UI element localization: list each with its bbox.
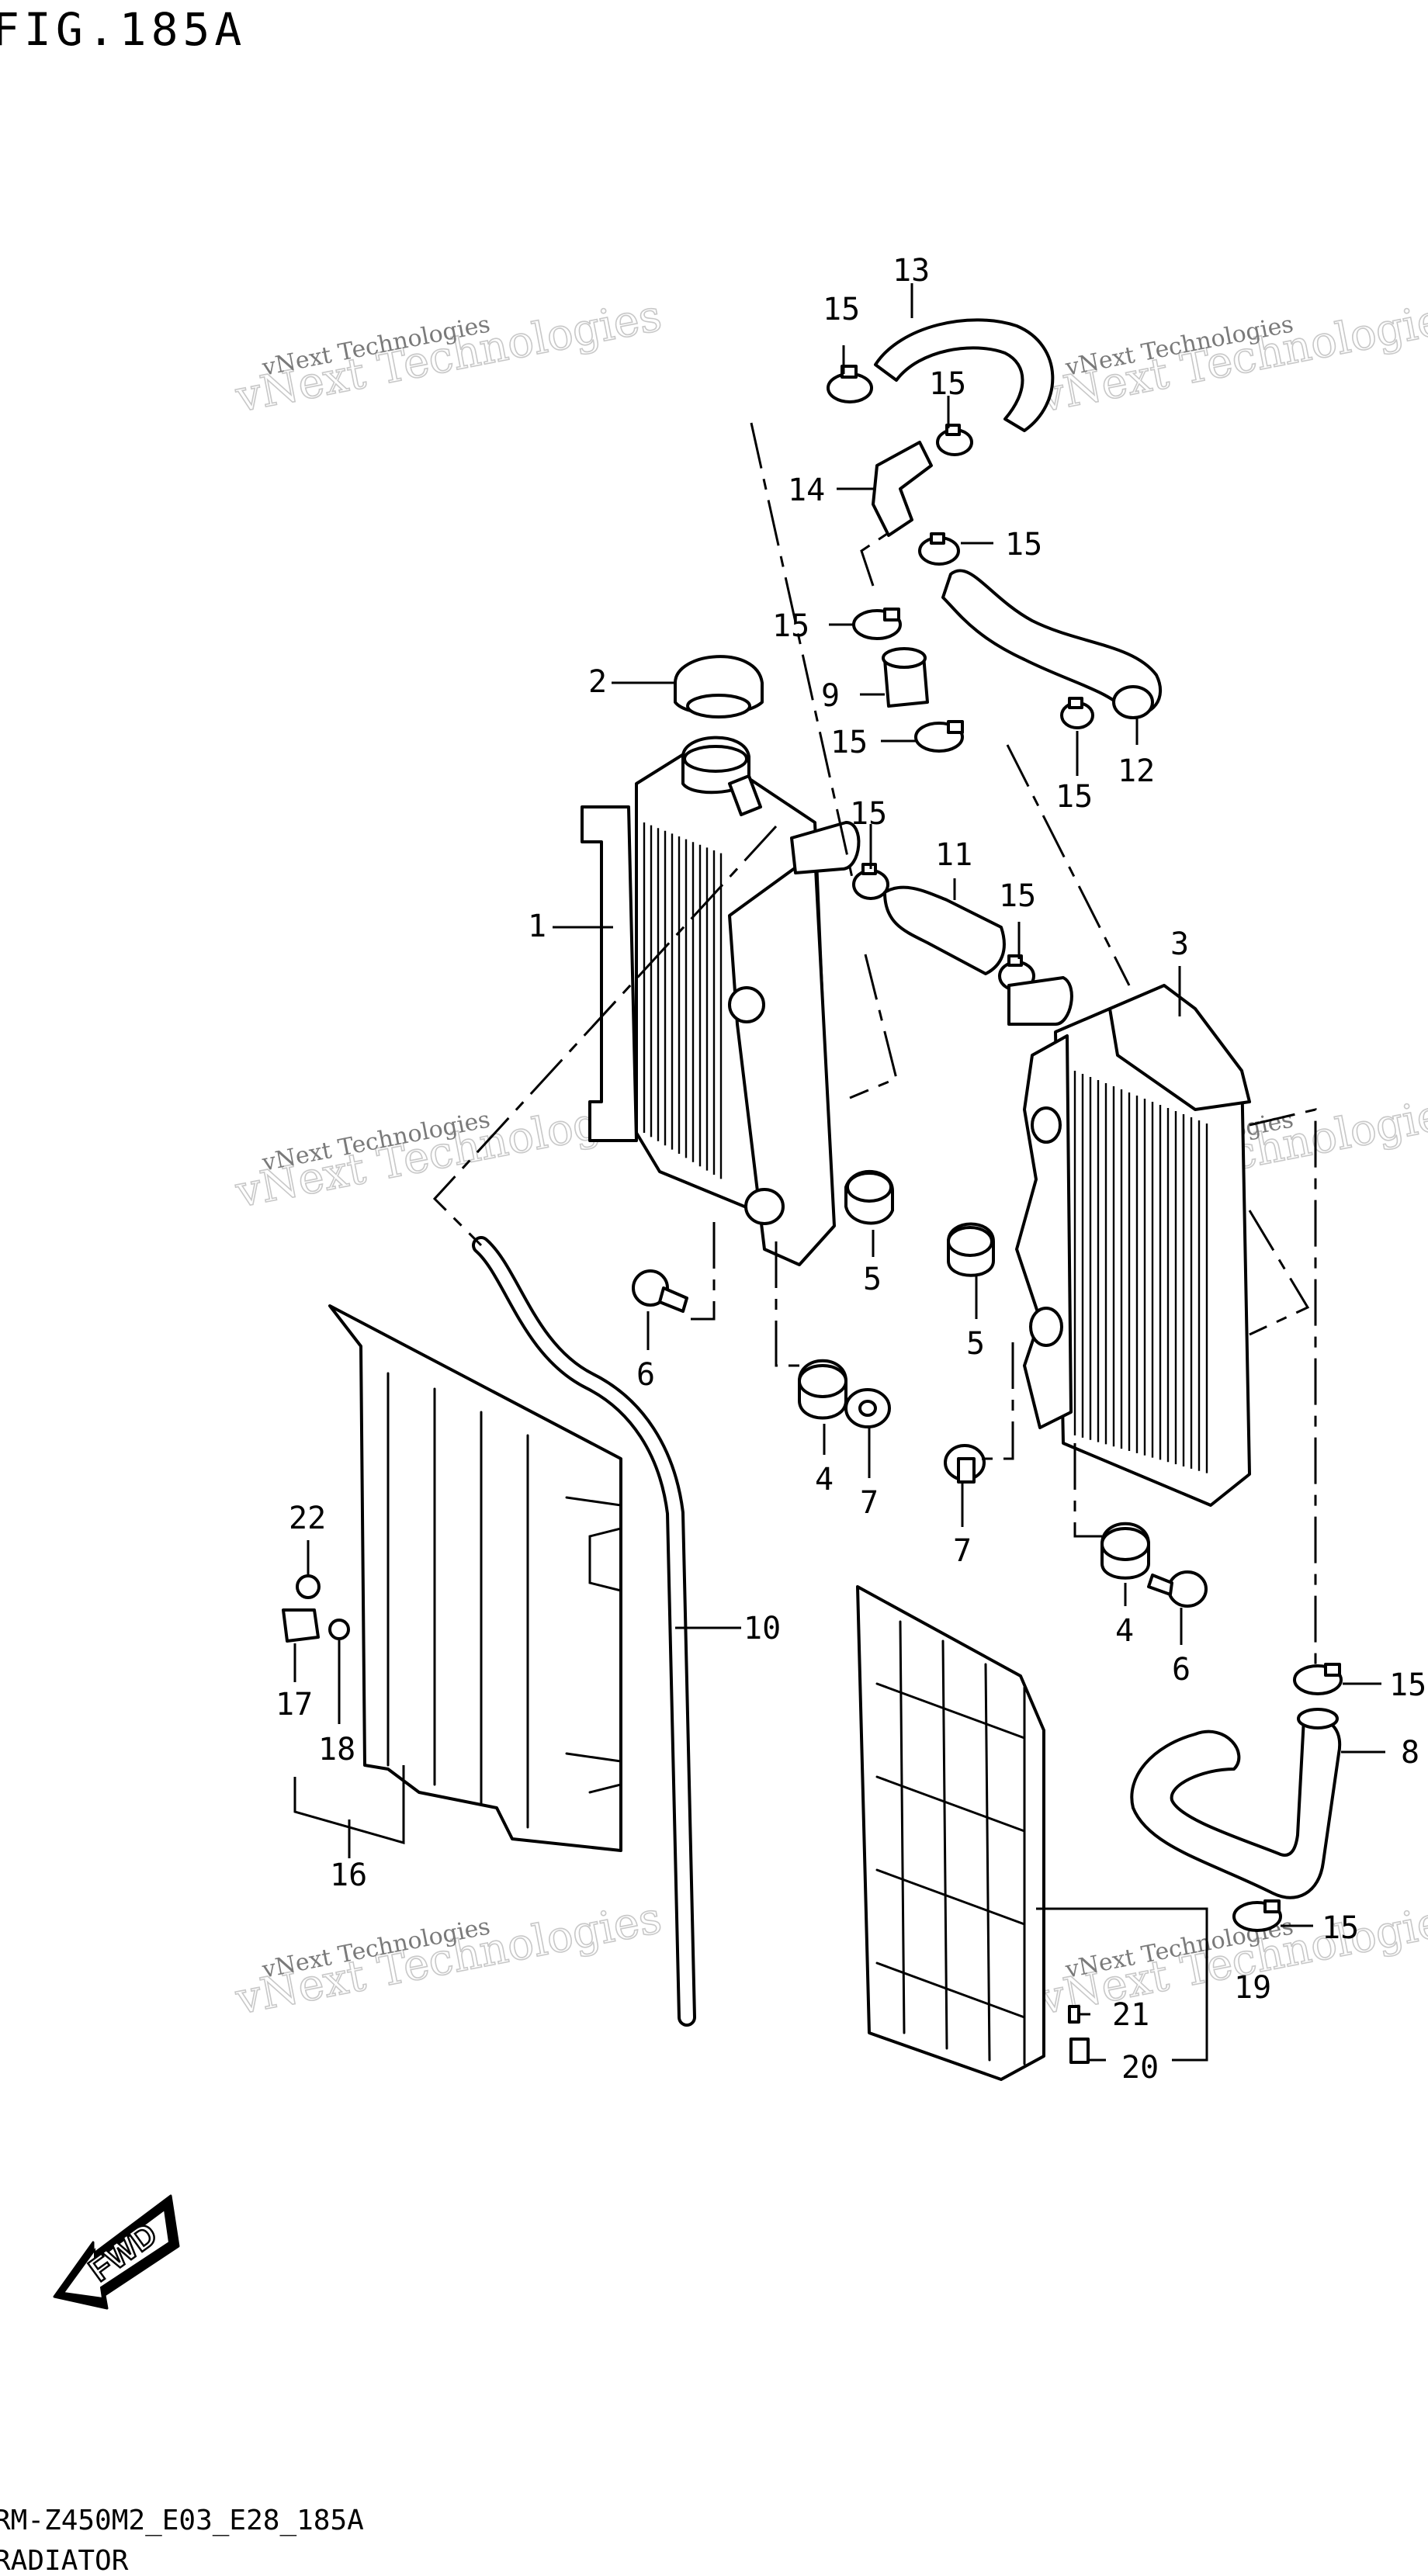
callout-5: 5 [966,1326,985,1362]
callout-15: 15 [1389,1667,1426,1703]
assembly-line [691,1222,716,1321]
clamp-15 [1293,1663,1343,1695]
assembly-line [432,825,778,1247]
nut-22 [296,1574,321,1599]
callout-15: 15 [1055,779,1093,815]
overflow-hose-10-inner [475,1239,693,2024]
callout-13: 13 [892,253,930,289]
lower-hose-8 [1130,1716,1342,1899]
collar-7 [844,1388,891,1428]
hose-joint-14 [872,441,933,537]
clamp-15 [1060,697,1094,729]
radiator-cap-2 [674,655,764,718]
callout-15: 15 [929,366,966,402]
clamp-15 [852,863,889,900]
clamp-15 [852,608,902,640]
hose-12 [941,569,1162,716]
washer-18 [328,1619,350,1640]
bolt-6 [1147,1570,1208,1608]
callout-5: 5 [863,1262,882,1297]
callout-21: 21 [1112,1997,1149,2033]
hose-11 [883,885,1006,975]
collar-7 [944,1444,986,1484]
lower-hose-8-end [1297,1708,1339,1729]
overflow-fitting [728,774,762,816]
callout-1: 1 [528,909,546,944]
fwd-arrow: FWD [53,2194,180,2310]
callout-4: 4 [1115,1613,1134,1649]
callout-6: 6 [1172,1652,1191,1688]
bolt-21 [1068,2005,1080,2024]
callout-15: 15 [823,292,860,327]
callout-18: 18 [318,1732,355,1768]
callout-14: 14 [788,473,825,508]
callout-19: 19 [1234,1970,1271,2006]
callout-22: 22 [289,1501,326,1536]
right-radiator-3 [1007,976,1251,1507]
clamp-15 [1232,1899,1282,1932]
watermark: vNext Technologies vNext Technologies [1034,1892,1428,2026]
figure-title: FIG.185A [0,3,246,56]
callout-15: 15 [999,878,1036,914]
callout-4: 4 [815,1462,834,1497]
upper-hose-13 [874,318,1055,432]
callout-16: 16 [330,1858,367,1893]
assembly-line [982,1342,1014,1460]
left-radiator-1 [581,736,861,1266]
assembly-line [860,526,897,587]
bolt-6 [632,1269,688,1313]
grommet-4 [798,1359,847,1420]
watermark: vNext Technologies vNext Technologies [230,290,666,424]
watermark: vNext Technologies vNext Technologies [1034,290,1428,424]
radiator-shroud-16 [328,1304,622,1852]
clamp-15 [914,720,964,753]
clip-17 [282,1608,320,1643]
callout-6: 6 [636,1357,655,1393]
callout-15: 15 [1005,527,1042,563]
callout-9: 9 [821,678,840,714]
callout-15: 15 [850,796,887,832]
assembly-line [1073,1443,1102,1538]
watermark: vNext Technologies vNext Technologies [230,1892,666,2026]
callout-2: 2 [588,664,607,700]
grommet-4 [1100,1522,1150,1580]
model-code: RM-Z450M2_E03_E28_185A [0,2505,364,2536]
assembly-line [1248,1210,1310,1336]
callout-15: 15 [772,608,809,644]
radiator-louver-19 [856,1585,1045,2081]
callout-8: 8 [1401,1735,1419,1771]
assembly-line [1006,744,1131,986]
grommet-5 [844,1169,894,1225]
hose-12-end [1112,685,1154,719]
leader-line [1036,1907,1208,2062]
callout-11: 11 [935,837,972,873]
grommet-5 [947,1222,995,1277]
assembly-line [849,954,898,1099]
callout-20: 20 [1121,2050,1159,2086]
callout-12: 12 [1118,753,1155,789]
assembly-line [1249,1108,1317,1668]
callout-7: 7 [860,1485,879,1521]
section-name: RADIATOR [0,2545,129,2576]
callout-10: 10 [743,1611,781,1646]
callout-3: 3 [1170,926,1189,962]
callout-15: 15 [1322,1910,1359,1946]
clamp-15 [936,424,973,456]
assembly-line [775,1241,799,1367]
callout-17: 17 [276,1687,313,1723]
callout-15: 15 [830,725,868,760]
clamp-15 [918,532,960,566]
clamp-15 [827,365,873,403]
nut-20 [1069,2038,1090,2064]
callout-7: 7 [953,1533,972,1569]
hose-9-end [882,647,927,669]
